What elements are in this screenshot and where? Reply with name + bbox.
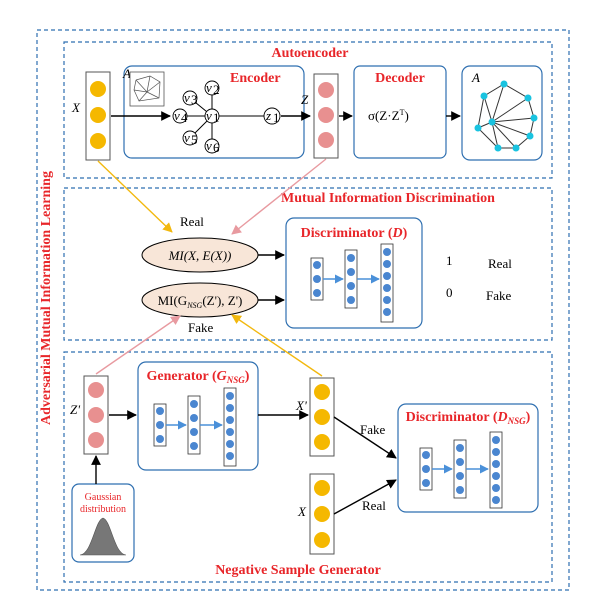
out-fake: Fake — [486, 288, 512, 303]
output-graph-nodes — [474, 80, 538, 152]
zprime-node — [88, 382, 104, 398]
disc-d-label: Discriminator (D) — [301, 226, 408, 241]
adj-label-small: A — [122, 66, 131, 81]
disc-nsg-network — [419, 431, 503, 509]
z-node — [318, 82, 334, 98]
svg-text:1: 1 — [273, 110, 280, 125]
gaussian-text-line1: Gaussian — [85, 492, 122, 503]
z-node — [318, 107, 334, 123]
mid-frame — [63, 187, 553, 341]
svg-text:v: v — [206, 138, 212, 153]
output-adj-label: A — [471, 70, 480, 85]
small-graph-icon — [133, 75, 161, 102]
svg-text:2: 2 — [213, 82, 220, 97]
nsg-real-label: Real — [362, 498, 386, 513]
x-node — [90, 133, 106, 149]
gaussian-curve-icon — [79, 517, 127, 556]
generator-network — [153, 387, 237, 467]
mid-title: Mutual Information Discrimination — [281, 191, 495, 206]
zprime-label: Z' — [70, 402, 80, 417]
mid-fake-label: Fake — [188, 320, 214, 335]
x-node — [90, 81, 106, 97]
z-label: Z — [301, 92, 309, 107]
outer-title: Adversarial Mutual Information Learning — [39, 171, 54, 425]
mi-real-text: MI(X, E(X)) — [168, 248, 232, 263]
decoder-label: Decoder — [375, 71, 425, 86]
x-real-label: X — [297, 504, 307, 519]
z-to-mi-arrow — [231, 158, 327, 235]
encoder-label: Encoder — [230, 71, 281, 86]
x-real-node — [314, 532, 330, 548]
autoencoder-title: Autoencoder — [272, 46, 349, 61]
generator-label: Generator (GNSG) — [147, 369, 250, 385]
svg-text:3: 3 — [191, 92, 198, 107]
nsg-frame — [63, 351, 553, 583]
xprime-label: X' — [295, 398, 307, 413]
nsg-fake-label: Fake — [360, 422, 386, 437]
xreal-to-dnsg-arrow — [333, 479, 397, 515]
x-input-label: X — [71, 100, 81, 115]
mi-fake-text: MI(GNSG(Z'), Z') — [158, 293, 243, 310]
svg-text:1: 1 — [213, 110, 220, 125]
xprime-node — [314, 434, 330, 450]
xprime-node — [314, 384, 330, 400]
output-graph-box — [461, 65, 543, 161]
xprime-to-dnsg-arrow — [333, 416, 397, 459]
z-node — [318, 132, 334, 148]
nsg-title: Negative Sample Generator — [215, 563, 381, 578]
out-one: 1 — [446, 253, 453, 268]
out-zero: 0 — [446, 285, 453, 300]
svg-text:z: z — [265, 108, 271, 123]
disc-d-network — [310, 243, 394, 323]
svg-text:v: v — [206, 108, 212, 123]
svg-text:v: v — [184, 130, 190, 145]
svg-text:v: v — [184, 90, 190, 105]
x-to-mi-arrow — [97, 160, 173, 233]
small-graph-box — [129, 71, 165, 107]
gaussian-text-line2: distribution — [80, 504, 126, 515]
x-real-node — [314, 480, 330, 496]
outer-frame — [36, 29, 570, 591]
disc-nsg-box — [397, 403, 539, 513]
xprime-node — [314, 409, 330, 425]
svg-text:v: v — [206, 80, 212, 95]
autoencoder-frame — [63, 41, 553, 179]
x-node — [90, 107, 106, 123]
disc-nsg-label: Discriminator (DNSG) — [406, 410, 531, 426]
zprime-to-mi-arrow — [95, 315, 181, 375]
decoder-formula: σ(Z·ZT) — [368, 108, 409, 123]
x-real-node — [314, 506, 330, 522]
out-real: Real — [488, 256, 512, 271]
zprime-node — [88, 407, 104, 423]
mid-real-label: Real — [180, 214, 204, 229]
svg-text:5: 5 — [191, 132, 198, 147]
svg-text:v: v — [174, 108, 180, 123]
decoder-box — [353, 65, 447, 159]
svg-text:4: 4 — [181, 110, 188, 125]
xprime-to-mi-arrow — [231, 314, 323, 377]
zprime-node — [88, 432, 104, 448]
svg-text:6: 6 — [213, 140, 220, 155]
